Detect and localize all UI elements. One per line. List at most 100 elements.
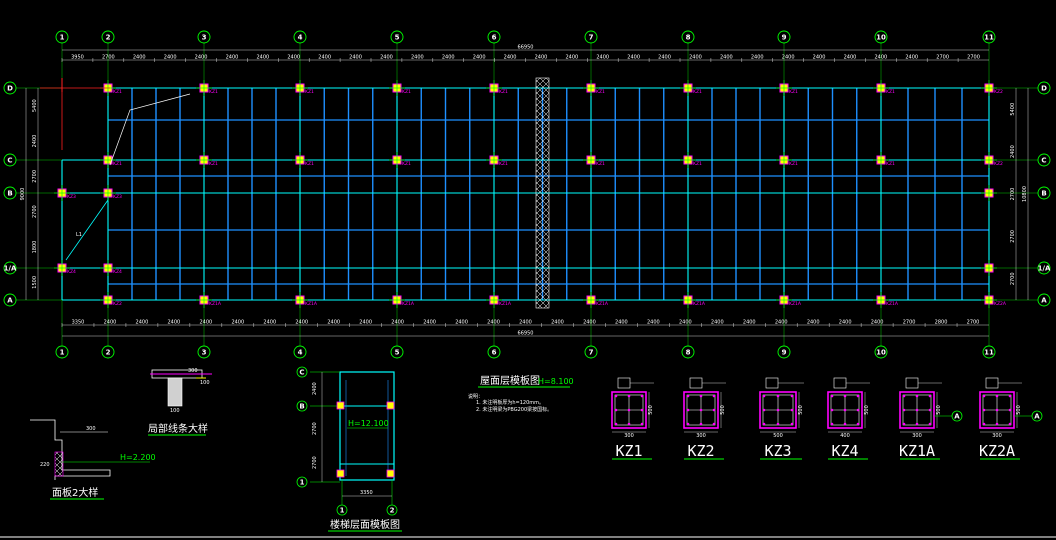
- dim-value: 2700: [32, 205, 38, 218]
- rebar-dot: [790, 408, 794, 412]
- rebar-dot: [830, 408, 834, 412]
- rebar-dot: [902, 394, 906, 398]
- axis-label-x: 10: [876, 349, 886, 357]
- rebar-dot: [1008, 394, 1012, 398]
- dim-value: 2700: [967, 320, 980, 326]
- column-section-outline: [899, 391, 935, 429]
- column-section-name: KZ2: [687, 442, 714, 460]
- column-tag: KZ1: [693, 89, 702, 95]
- dim-value: 2700: [903, 320, 916, 326]
- dim-value: 2400: [519, 320, 532, 326]
- axis-label-x: 6: [492, 349, 497, 357]
- eave-detail-title: 局部线条大样: [148, 422, 208, 435]
- rebar-dot: [915, 394, 919, 398]
- stair-plan-title: 楼梯层面模板图: [330, 518, 400, 531]
- detail-eave: 300 100 100 局部线条大样: [148, 368, 212, 436]
- dim-value: 2400: [782, 55, 795, 61]
- dim-value: 2700: [1010, 230, 1016, 243]
- dim-value: 2400: [411, 55, 424, 61]
- axis-label-x: 3: [202, 34, 207, 42]
- roof-note-label: 说明：: [468, 393, 483, 400]
- dim-value: 2400: [751, 55, 764, 61]
- dim-value: 2400: [871, 320, 884, 326]
- axis-label-x: 10: [876, 34, 886, 42]
- axis-label-y: C: [7, 157, 12, 165]
- stair-axis-C: C: [299, 369, 304, 377]
- axis-label-x: 8: [686, 349, 691, 357]
- column-tag: KZ1: [596, 89, 605, 95]
- roof-note: 屋面层模板图 H=8.100 说明： 1. 未注明板厚为h=120mm。 2. …: [468, 374, 574, 413]
- column-tag: KZ1: [113, 161, 122, 167]
- rebar-dot: [614, 394, 618, 398]
- rebar-dot: [762, 422, 766, 426]
- dim-value: 2400: [813, 55, 826, 61]
- axis-label-y: 1/A: [4, 265, 17, 273]
- stair-axis-B: B: [299, 403, 304, 411]
- rebar-dot: [856, 408, 860, 412]
- dim-value: 3950: [71, 55, 84, 61]
- column-tag: KZ1: [209, 89, 218, 95]
- dim-value: 2400: [473, 55, 486, 61]
- rebar-dot: [830, 422, 834, 426]
- rebar-dot: [843, 408, 847, 412]
- column-tag: KZ4: [113, 269, 122, 275]
- rebar-dot: [614, 408, 618, 412]
- rebar-dot: [776, 394, 780, 398]
- column-tag: KZ2: [994, 161, 1003, 167]
- dim-value: 2400: [423, 320, 436, 326]
- rebar-dot: [699, 422, 703, 426]
- dim-value: 2400: [136, 320, 149, 326]
- parapet-detail-title: 面板2大样: [52, 486, 98, 499]
- column-tag: KZ1A: [789, 301, 802, 307]
- dim-value: 2400: [874, 55, 887, 61]
- rebar-dot: [762, 394, 766, 398]
- rebar-dot: [640, 422, 644, 426]
- dim-value: 5400: [32, 99, 38, 112]
- rebar-dot: [995, 422, 999, 426]
- dim-value: 2700: [1010, 272, 1016, 285]
- dim-value: 3350: [72, 320, 85, 326]
- column-tag: KZ1A: [402, 301, 415, 307]
- stair-plan: 2400 2700 2700 C B 1 1 2 3350 H=12.100 楼…: [296, 366, 402, 532]
- dim-value: 2400: [359, 320, 372, 326]
- dim-value: 2400: [195, 55, 208, 61]
- rebar-dot: [902, 408, 906, 412]
- column-tag: KZ3: [113, 194, 122, 200]
- column-tag: KZ1: [693, 161, 702, 167]
- column-tag: KZ1: [886, 89, 895, 95]
- rebar-dot: [640, 408, 644, 412]
- rebar-dot: [915, 422, 919, 426]
- dim-value: 2400: [711, 320, 724, 326]
- rebar-dot: [699, 408, 703, 412]
- stair-shaft-hatch: [535, 77, 550, 309]
- rebar-dot: [712, 394, 716, 398]
- dim-value: 2400: [807, 320, 820, 326]
- stair-columns: [336, 401, 395, 478]
- dim-value: 2400: [199, 320, 212, 326]
- column-dim-h: 500: [648, 405, 654, 415]
- rebar-dot: [928, 422, 932, 426]
- rebar-dot: [614, 422, 618, 426]
- axis-label-x: 8: [686, 34, 691, 42]
- column-tag: KZ1A: [305, 301, 318, 307]
- dim-total: 66950: [518, 331, 534, 337]
- rebar-dot: [915, 408, 919, 412]
- dim-value: 2700: [1010, 188, 1016, 201]
- dim-value: 2400: [318, 55, 331, 61]
- axis-label-y: C: [1041, 157, 1046, 165]
- column-tag: KZ1: [402, 89, 411, 95]
- axis-label-x: 9: [782, 349, 787, 357]
- parapet-elevation: H=2.200: [120, 453, 156, 462]
- dim-value: 2400: [689, 55, 702, 61]
- dim-value: 2400: [327, 320, 340, 326]
- dim-value: 1800: [32, 241, 38, 254]
- dim-value: 2700: [967, 55, 980, 61]
- column-tag: KZ2A: [994, 301, 1007, 307]
- dim-value: 2400: [287, 55, 300, 61]
- diagonal-line: [65, 199, 109, 261]
- leader-line: [109, 93, 191, 166]
- axis-label-x: 3: [202, 349, 207, 357]
